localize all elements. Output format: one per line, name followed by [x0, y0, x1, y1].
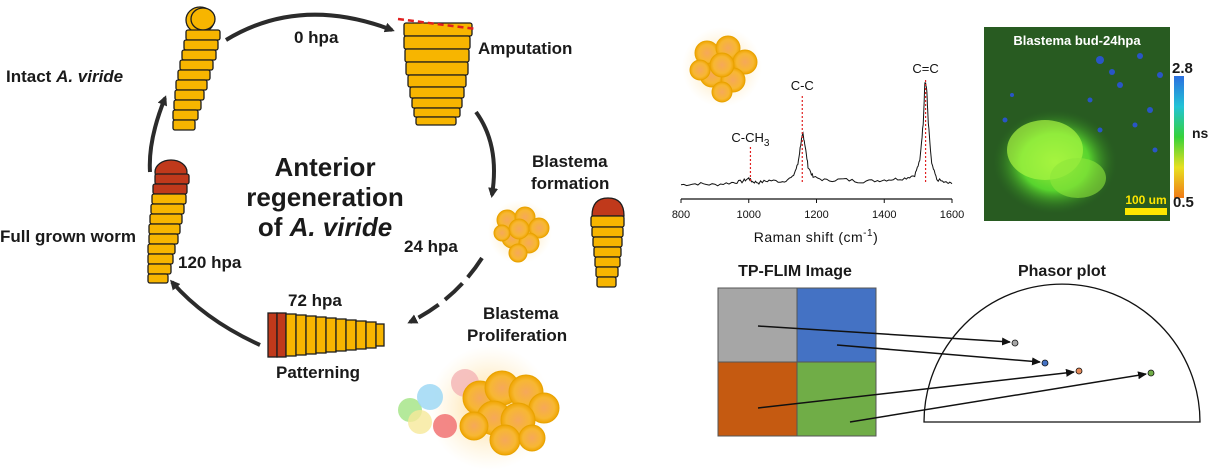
raman-tick-label: 1400 — [872, 209, 896, 221]
flim-scale-bar-label: 100 um — [1125, 193, 1166, 207]
stage-intact-label: Intact A. viride — [6, 67, 123, 86]
tpflim-orange-quadrant — [717, 361, 798, 437]
phasor-arrow-orange — [757, 368, 1075, 409]
raman-x-ticks: 800 1000 1200 1400 1600 — [672, 199, 964, 221]
flim-scale-bar — [1125, 208, 1167, 215]
full-grown-worm-icon — [147, 159, 190, 284]
arrow-fullgrown-to-intact — [147, 95, 168, 173]
tpflim-image-title: TP-FLIM Image — [738, 263, 852, 280]
arrow-24hpa-to-72hpa — [407, 256, 484, 324]
cycle-title-line2: regeneration — [246, 182, 404, 212]
proliferation-cell-cluster — [398, 346, 560, 470]
raman-x-axis-label: Raman shift (cm-1) — [754, 228, 879, 245]
raman-peak-label: C=C — [912, 61, 938, 76]
stage-amputation-label: Amputation — [478, 39, 572, 58]
cut-line — [397, 17, 477, 31]
title-prefix: of — [258, 212, 290, 242]
cycle-title-line1: Anterior — [274, 152, 375, 182]
tpflim-panel: TP-FLIM Image Phasor plot — [717, 263, 1201, 437]
phasor-point-orange — [1075, 367, 1083, 375]
raman-cell-cluster — [682, 27, 762, 107]
flim-colorbar-unit: ns — [1192, 125, 1209, 141]
tpflim-gray-quadrant — [717, 287, 798, 363]
stage-blastema-formation-label-1: Blastema — [532, 152, 608, 171]
stage-120hpa-label: 120 hpa — [178, 253, 242, 272]
phasor-arrow-gray — [757, 325, 1011, 346]
stage-full-grown-label: Full grown worm — [0, 227, 136, 246]
raman-tick-label: 1200 — [804, 209, 828, 221]
tpflim-blue-quadrant — [796, 287, 877, 363]
raman-tick-label: 1600 — [940, 209, 964, 221]
raman-peak-markers: C-CH3 C-C C=C — [731, 61, 939, 182]
regeneration-cycle: Intact A. viride 0 hpa Amputation Blaste… — [0, 6, 625, 470]
phasor-arrow-green — [849, 371, 1147, 423]
stage-blastema-proliferation-label-1: Blastema — [483, 304, 559, 323]
phasor-arrow-blue — [836, 344, 1041, 366]
raman-tick-label: 1000 — [737, 209, 761, 221]
raman-peak-label: C-CH3 — [731, 130, 770, 149]
phasor-point-gray — [1011, 339, 1019, 347]
worm-with-blastema-icon — [590, 197, 625, 288]
flim-blue-speckles — [1002, 53, 1163, 153]
arrow-amputation-to-blastema — [474, 110, 499, 198]
amputated-worm-icon — [403, 22, 473, 126]
phasor-semicircle — [923, 283, 1201, 423]
stage-blastema-formation-label-2: formation — [531, 174, 609, 193]
flim-colorbar-min: 0.5 — [1173, 194, 1194, 211]
intact-prefix: Intact — [6, 67, 56, 86]
stage-patterning-label: Patterning — [276, 363, 360, 382]
patterning-worm-icon — [267, 312, 385, 358]
phasor-point-green — [1147, 369, 1155, 377]
arrow-patterning-to-120hpa — [170, 279, 261, 347]
cycle-title-line3: of A. viride — [258, 212, 392, 242]
stage-24hpa-label: 24 hpa — [404, 237, 458, 256]
stage-blastema-proliferation-label-2: Proliferation — [467, 326, 567, 345]
intact-species: A. viride — [55, 67, 123, 86]
flim-panel: Blastema bud-24hpa 100 um 2.8 ns 0.5 — [984, 27, 1209, 221]
flim-colorbar-max: 2.8 — [1172, 60, 1193, 77]
arrow-intact-to-amputation — [224, 12, 395, 42]
blastema-cell-cluster — [488, 200, 552, 264]
stage-72hpa-label: 72 hpa — [288, 291, 342, 310]
stage-0hpa-label: 0 hpa — [294, 28, 339, 47]
flim-title: Blastema bud-24hpa — [1013, 33, 1141, 48]
flim-colorbar — [1174, 76, 1184, 198]
raman-tick-label: 800 — [672, 209, 690, 221]
phasor-point-blue — [1041, 359, 1049, 367]
raman-panel: 800 1000 1200 1400 1600 C-CH3 C-C C=C Raman sh… — [672, 27, 964, 245]
phasor-plot-title: Phasor plot — [1018, 263, 1107, 280]
raman-peak-label: C-C — [791, 78, 814, 93]
title-species: A. viride — [289, 212, 393, 242]
intact-worm-icon — [172, 6, 221, 131]
